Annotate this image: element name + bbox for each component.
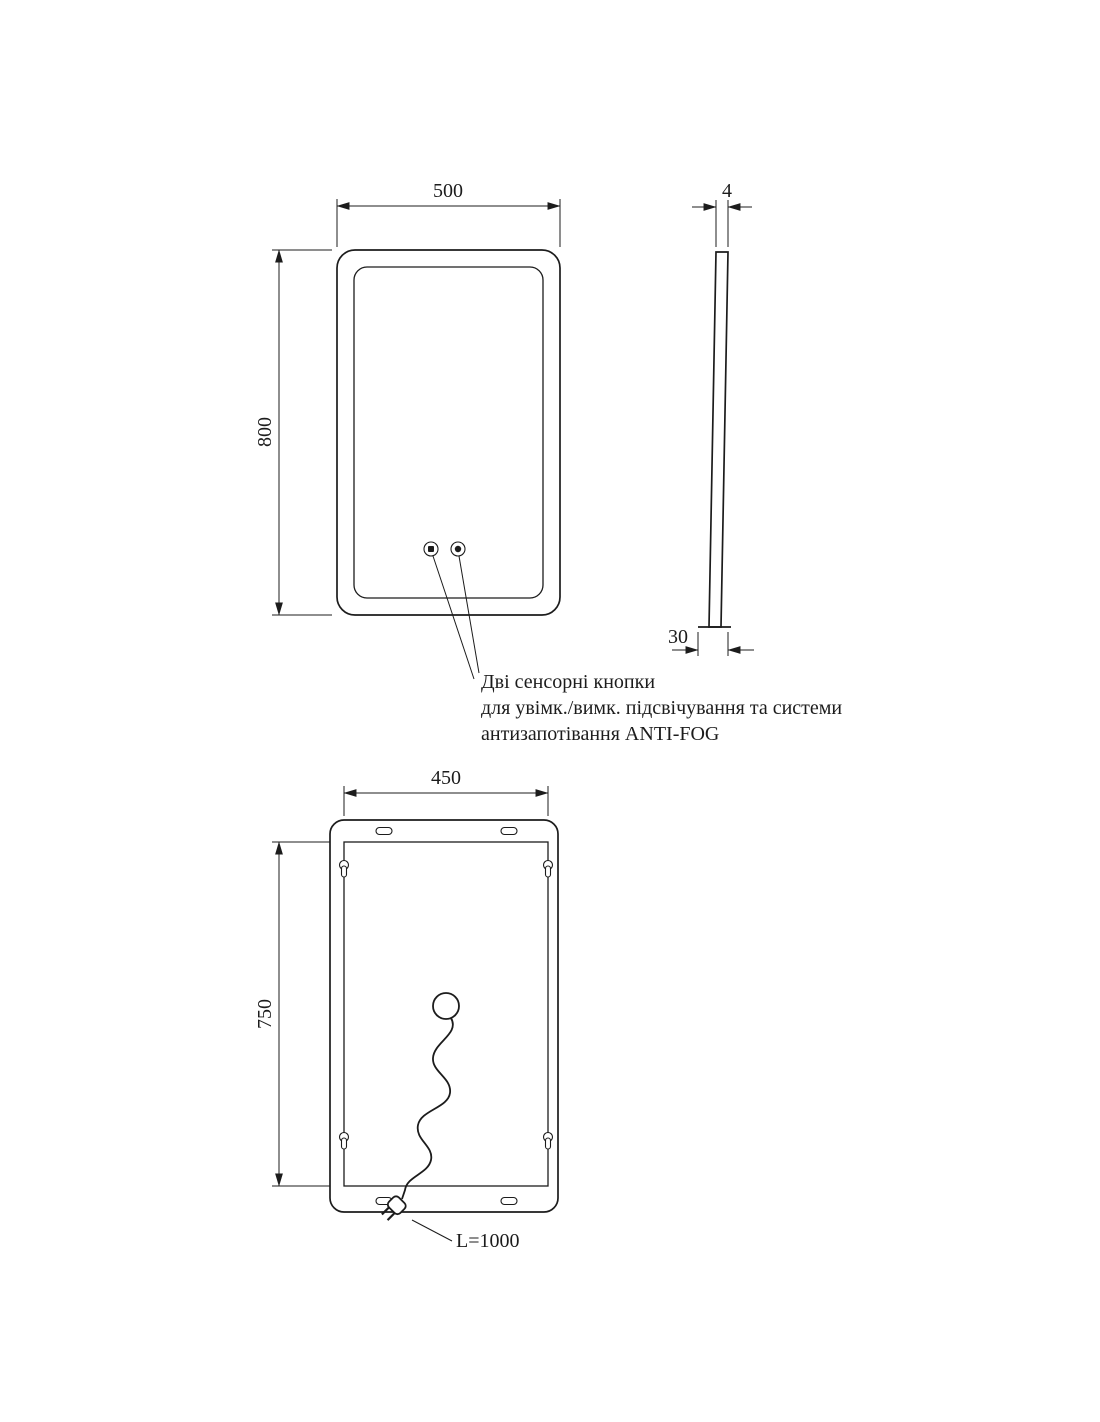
keyhole-icon bbox=[338, 1131, 350, 1150]
back-width-label: 450 bbox=[431, 767, 461, 789]
keyhole-icon bbox=[338, 859, 350, 878]
mounting-slot-icon bbox=[375, 826, 393, 836]
mirror-outer-edge bbox=[336, 249, 561, 616]
mirror-led-inner-frame bbox=[353, 266, 544, 599]
front-width-dimension: 500 bbox=[336, 180, 561, 247]
cord-coil bbox=[432, 992, 460, 1020]
cord-wire bbox=[401, 1017, 454, 1200]
back-view: 450 750 bbox=[254, 767, 559, 1252]
annotation-line-3: антизапотівання ANTI-FOG bbox=[481, 723, 719, 745]
keyhole-hangers bbox=[338, 859, 554, 1150]
power-plug-icon bbox=[381, 1195, 407, 1221]
button-leader-lines bbox=[432, 555, 480, 680]
keyhole-icon bbox=[542, 1131, 554, 1150]
leader-line bbox=[411, 1219, 453, 1242]
side-thickness-label: 4 bbox=[722, 180, 732, 202]
front-width-label: 500 bbox=[433, 180, 463, 202]
mounting-slots bbox=[375, 826, 518, 1206]
cord-length-label: L=1000 bbox=[456, 1230, 520, 1252]
side-depth-label: 30 bbox=[668, 626, 688, 648]
back-mounting-panel bbox=[343, 841, 549, 1187]
leader-line bbox=[432, 555, 475, 680]
front-height-dimension: 800 bbox=[254, 249, 332, 616]
side-view: 4 30 bbox=[668, 180, 754, 656]
keyhole-icon bbox=[542, 859, 554, 878]
annotation-line-1: Дві сенсорні кнопки bbox=[481, 671, 655, 693]
back-height-dimension: 750 bbox=[254, 841, 330, 1187]
back-height-label: 750 bbox=[254, 999, 276, 1029]
front-view: 500 800 bbox=[254, 180, 561, 680]
back-width-dimension: 450 bbox=[343, 767, 549, 816]
mirror-side-profile bbox=[708, 251, 729, 628]
side-thickness-dimension: 4 bbox=[692, 180, 752, 247]
back-outer-edge bbox=[329, 819, 559, 1213]
front-height-label: 800 bbox=[254, 417, 276, 447]
power-cord bbox=[381, 992, 460, 1221]
mounting-slot-icon bbox=[500, 826, 518, 836]
mounting-slot-icon bbox=[500, 1196, 518, 1206]
antifog-touch-button-dot bbox=[454, 545, 462, 553]
side-depth-dimension: 30 bbox=[668, 626, 754, 656]
touch-buttons bbox=[423, 541, 466, 557]
cord-length-dimension: L=1000 bbox=[411, 1219, 520, 1252]
light-touch-button-dot bbox=[428, 546, 434, 552]
leader-line bbox=[458, 555, 480, 674]
annotation-text: Дві сенсорні кнопки для увімк./вимк. під… bbox=[481, 671, 842, 745]
annotation-line-2: для увімк./вимк. підсвічування та систем… bbox=[481, 697, 842, 719]
